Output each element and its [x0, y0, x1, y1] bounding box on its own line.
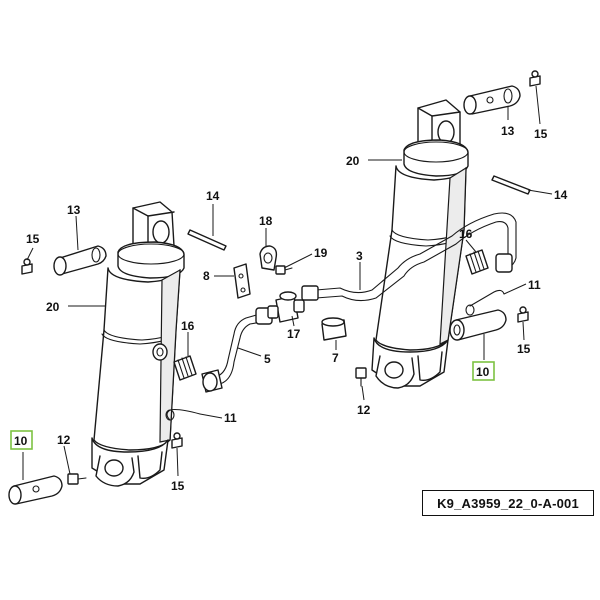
callout-19[interactable]: 19 [314, 246, 328, 260]
callout-20-right[interactable]: 20 [346, 154, 360, 168]
right-hydraulic-cylinder [371, 99, 469, 389]
callout-11-right[interactable]: 11 [528, 278, 541, 292]
callout-15-right-bottom[interactable]: 15 [517, 342, 531, 356]
callout-12-left[interactable]: 12 [57, 433, 71, 447]
hydraulic-line-5 [201, 307, 273, 393]
callout-18[interactable]: 18 [259, 214, 273, 228]
rod-14-left [187, 229, 227, 251]
callout-14-left[interactable]: 14 [206, 189, 220, 203]
grease-nipple-15-c [529, 70, 541, 87]
callout-14-right[interactable]: 14 [554, 188, 568, 202]
callout-15-left-top[interactable]: 15 [26, 232, 40, 246]
pin-13-left [53, 245, 107, 276]
callout-13-left[interactable]: 13 [67, 203, 81, 217]
pin-13-right [463, 85, 521, 115]
grease-nipple-15-a [21, 258, 33, 275]
document-reference-label: K9_A3959_22_0-A-001 [422, 490, 594, 516]
callout-7[interactable]: 7 [332, 351, 339, 365]
callout-3[interactable]: 3 [356, 249, 363, 263]
callout-13-right[interactable]: 13 [501, 124, 515, 138]
callout-12-right[interactable]: 12 [357, 403, 371, 417]
leader-lines [22, 85, 553, 480]
bolt-12-right [355, 367, 367, 387]
tee-fitting-17 [267, 291, 305, 323]
callout-16-left[interactable]: 16 [181, 319, 195, 333]
pin-10-right [449, 309, 507, 341]
callout-8[interactable]: 8 [203, 269, 210, 283]
fitting-16-right [465, 249, 489, 275]
bracket-8 [233, 263, 251, 299]
callout-10-right[interactable]: 10 [476, 365, 490, 379]
bushing-7 [321, 317, 347, 341]
callout-17[interactable]: 17 [287, 327, 301, 341]
callout-20-left[interactable]: 20 [46, 300, 60, 314]
callout-11-left[interactable]: 11 [224, 411, 237, 425]
lynch-pin-11-right [465, 289, 505, 316]
grease-nipple-15-d [517, 306, 529, 323]
fitting-16-left [173, 355, 197, 381]
pin-10-left [8, 475, 63, 505]
callout-10-left[interactable]: 10 [14, 434, 28, 448]
highlight-box-10-right [472, 361, 495, 381]
bolt-19 [275, 265, 293, 275]
grease-nipple-15-b [171, 432, 183, 449]
bolt-12-left [67, 473, 87, 485]
highlight-box-10-left [10, 430, 33, 450]
callout-15-right-top[interactable]: 15 [534, 127, 548, 141]
hydraulic-line-3 [301, 212, 517, 302]
left-hydraulic-cylinder [91, 201, 185, 487]
callout-16-right[interactable]: 16 [459, 227, 473, 241]
callout-15-left-bottom[interactable]: 15 [171, 479, 185, 493]
callout-5[interactable]: 5 [264, 352, 271, 366]
clamp-18 [259, 245, 278, 271]
lynch-pin-11-left [165, 408, 201, 421]
rod-14-right [491, 175, 531, 195]
